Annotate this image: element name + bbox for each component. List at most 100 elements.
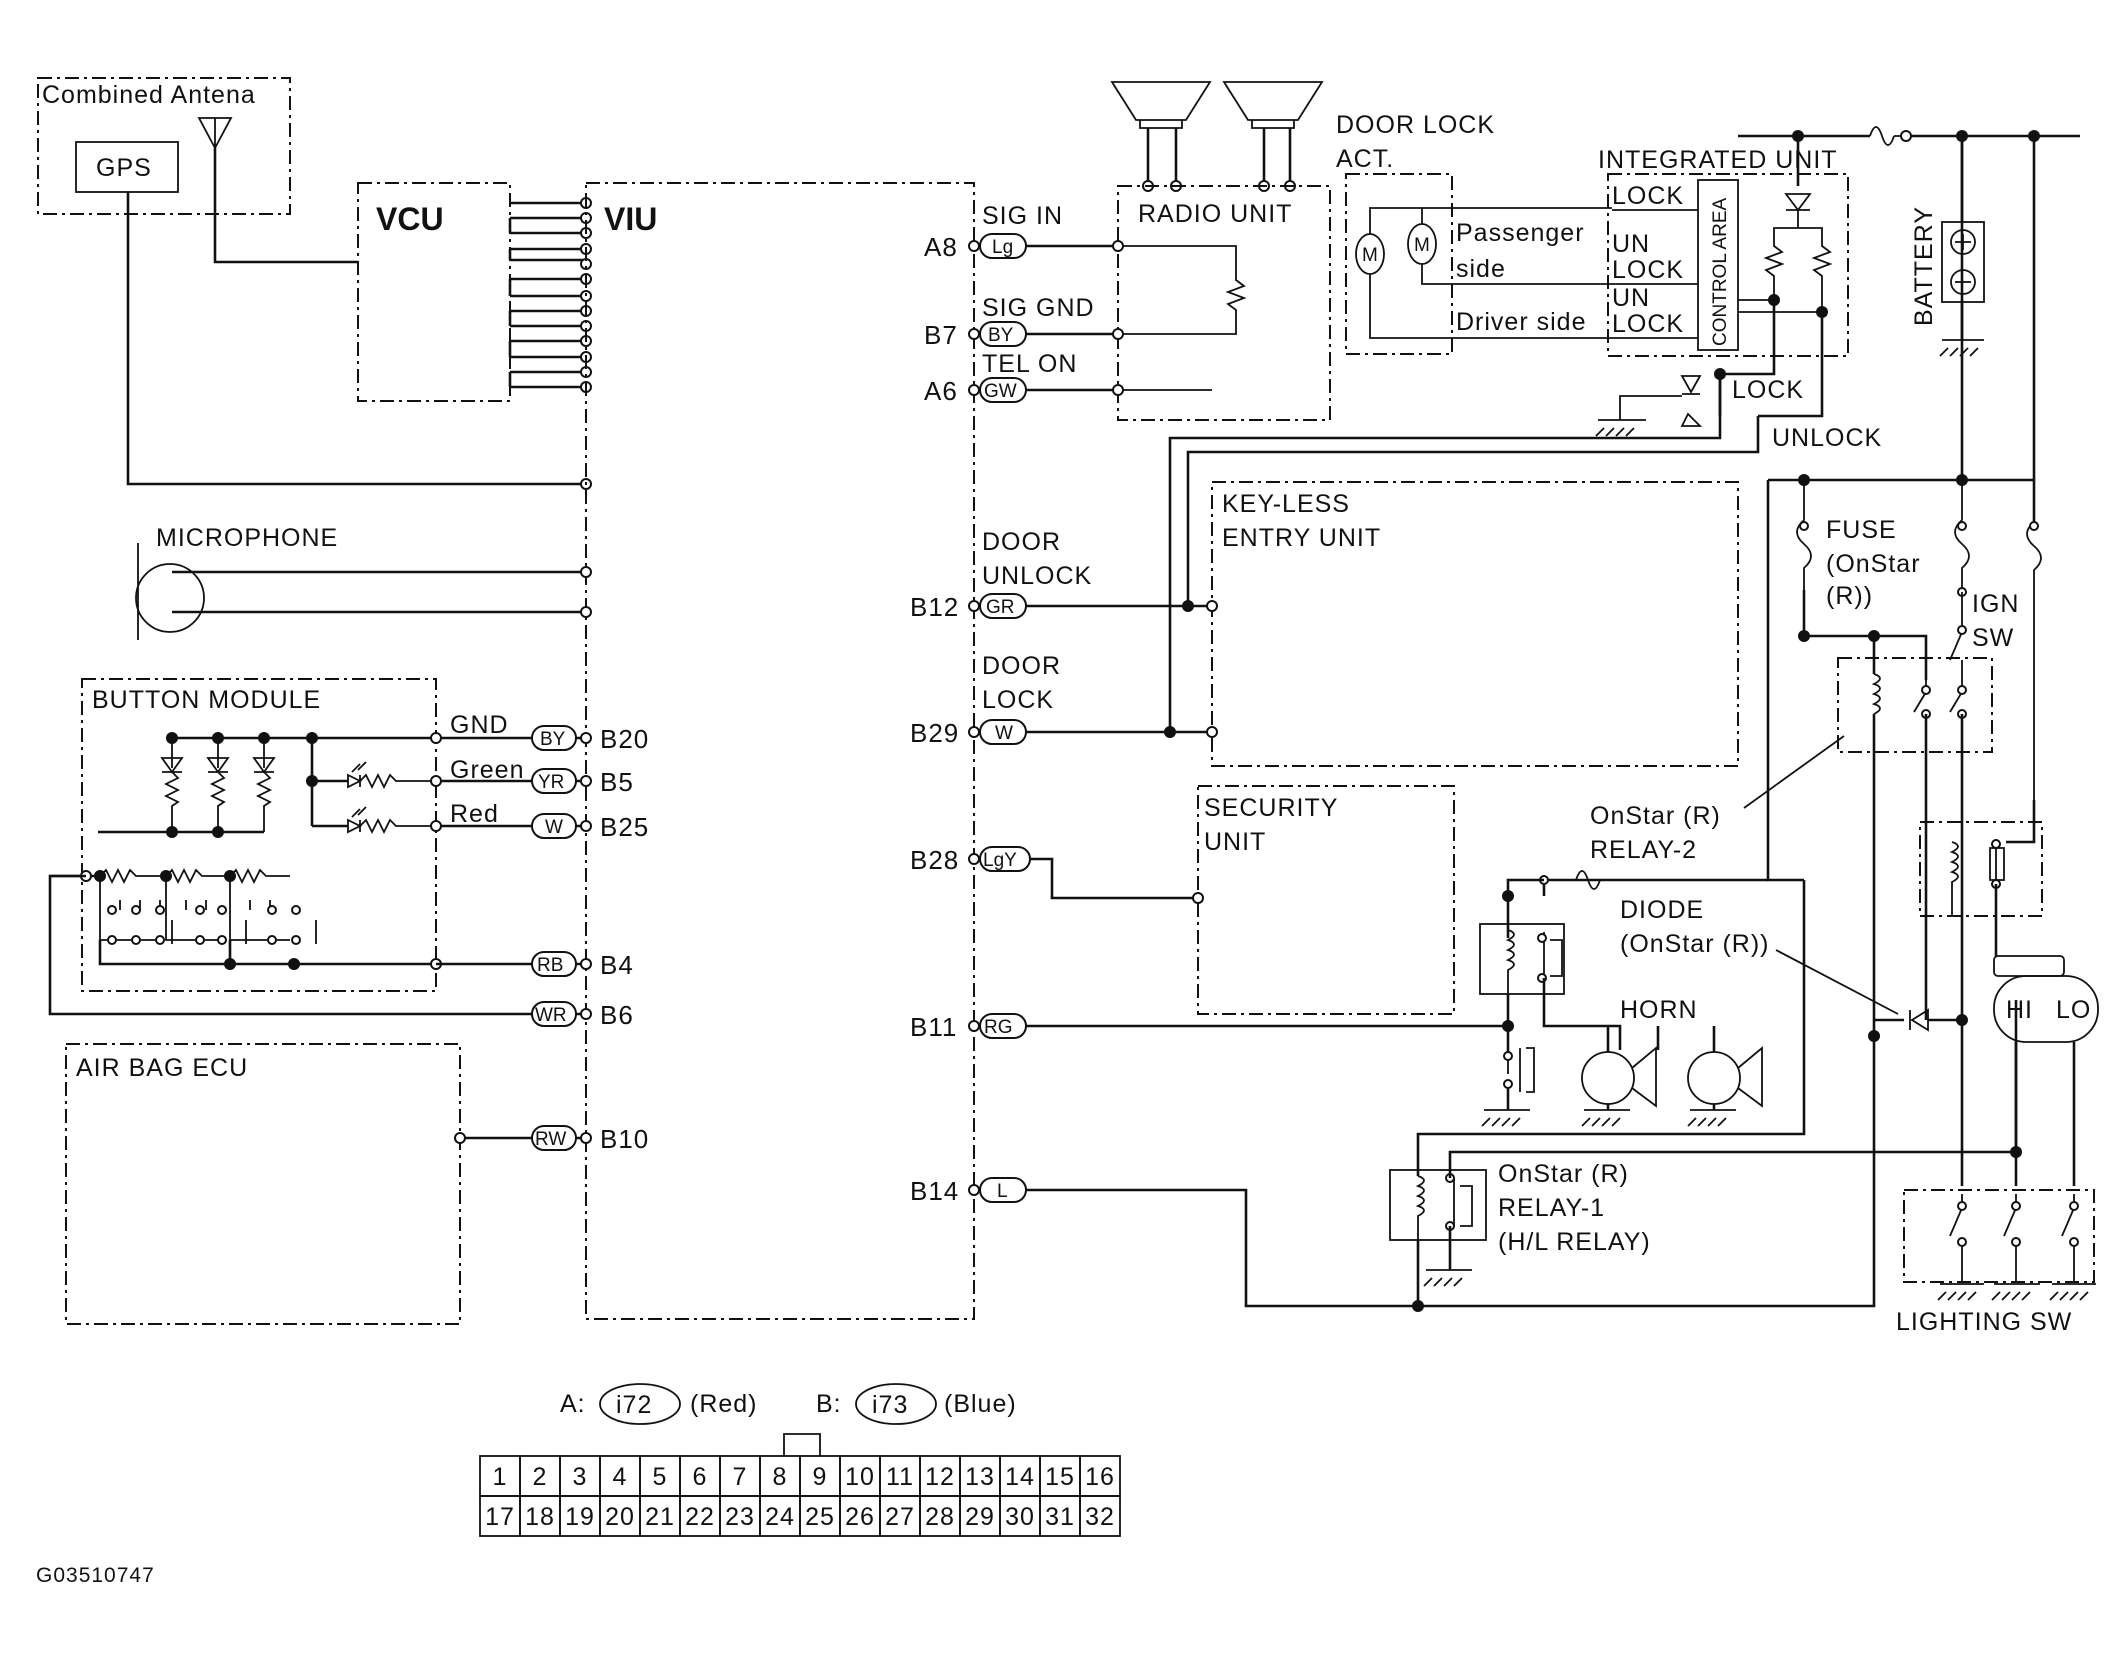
gnd-label: GND bbox=[450, 711, 509, 739]
svg-text:B25: B25 bbox=[600, 812, 649, 842]
door-lock-act-label-2: ACT. bbox=[1336, 145, 1394, 173]
green-label: Green bbox=[450, 756, 524, 784]
svg-text:B5: B5 bbox=[600, 767, 634, 797]
combined-antenna-label: Combined Antena bbox=[42, 81, 256, 109]
svg-text:RW: RW bbox=[535, 1129, 566, 1150]
diode-label-1: DIODE bbox=[1620, 896, 1704, 924]
svg-text:A:: A: bbox=[560, 1390, 586, 1418]
svg-text:A6: A6 bbox=[924, 376, 958, 406]
svg-text:B12: B12 bbox=[910, 592, 959, 622]
iu-unlock-label-1b: LOCK bbox=[1612, 256, 1684, 284]
diode-icon-2 bbox=[1909, 1008, 1929, 1032]
ign-label-2: SW bbox=[1972, 624, 2014, 652]
pin-b5: YR B5 bbox=[531, 767, 634, 797]
pin-b29: DOOR LOCK B29 W bbox=[910, 652, 1060, 748]
motor-icon: M M bbox=[1355, 223, 1437, 275]
svg-text:B14: B14 bbox=[910, 1176, 959, 1206]
speaker-icon bbox=[1110, 81, 1324, 129]
connector-pin-number: 2 bbox=[533, 1463, 548, 1491]
fuse-icon-2 bbox=[1575, 870, 1601, 890]
keyless-label-1: KEY-LESS bbox=[1222, 490, 1350, 518]
passenger-label-1: Passenger bbox=[1456, 219, 1585, 247]
connector-pin-number: 1 bbox=[493, 1463, 508, 1491]
tel-on-label: TEL ON bbox=[982, 350, 1077, 378]
viu-right-pins: A8 Lg SIG IN B7 BY SIG GND A6 GW TEL ON … bbox=[910, 202, 1094, 1206]
ign-label-1: IGN bbox=[1972, 590, 2019, 618]
svg-text:GR: GR bbox=[986, 597, 1015, 618]
connector-pin-number: 11 bbox=[886, 1463, 914, 1491]
svg-text:M: M bbox=[1362, 245, 1378, 266]
connector-pin-number: 10 bbox=[845, 1463, 875, 1491]
svg-text:YR: YR bbox=[538, 772, 564, 793]
connector-pin-number: 18 bbox=[525, 1503, 555, 1531]
battery-label: BATTERY bbox=[1910, 206, 1938, 326]
vcu-label: VCU bbox=[376, 201, 444, 237]
svg-text:B10: B10 bbox=[600, 1124, 649, 1154]
red-label: Red bbox=[450, 800, 499, 828]
figure-code: G03510747 bbox=[36, 1564, 155, 1587]
pin-b7: B7 BY SIG GND bbox=[924, 294, 1094, 350]
svg-text:W: W bbox=[545, 817, 563, 838]
pin-b10: RW B10 bbox=[531, 1124, 649, 1154]
relay1-label-3: (H/L RELAY) bbox=[1498, 1228, 1651, 1256]
control-area-label: CONTROL AREA bbox=[1710, 198, 1731, 346]
diode-label-2: (OnStar (R)) bbox=[1620, 930, 1770, 958]
pin-b14: B14 L bbox=[910, 1176, 1027, 1206]
security-label-2: UNIT bbox=[1204, 828, 1266, 856]
svg-text:BY: BY bbox=[988, 325, 1014, 346]
button-module-block: BUTTON MODULE GND Green Red bbox=[48, 678, 586, 1016]
lighting-sw-label: LIGHTING SW bbox=[1896, 1308, 2072, 1336]
connector-pin-number: 19 bbox=[565, 1503, 595, 1531]
security-label-1: SECURITY bbox=[1204, 794, 1338, 822]
iu-lock-label: LOCK bbox=[1612, 182, 1684, 210]
connector-a-id: i72 bbox=[616, 1391, 652, 1419]
lock-label: LOCK bbox=[1732, 376, 1804, 404]
relay1-label-2: RELAY-1 bbox=[1498, 1194, 1605, 1222]
relay2-label-1: OnStar (R) bbox=[1590, 802, 1721, 830]
sig-in-label: SIG IN bbox=[982, 202, 1063, 230]
air-bag-ecu-block: AIR BAG ECU bbox=[65, 1043, 586, 1325]
lo-label: LO bbox=[2056, 996, 2091, 1024]
onstar-relay-1: OnStar (R) RELAY-1 (H/L RELAY) bbox=[1026, 880, 2018, 1312]
combined-antenna-block: Combined Antena GPS bbox=[37, 77, 592, 490]
vcu-block: VCU bbox=[357, 182, 592, 402]
connector-pin-number: 30 bbox=[1005, 1503, 1035, 1531]
unlock-wire bbox=[1168, 374, 1722, 732]
driver-side-label: Driver side bbox=[1456, 308, 1586, 336]
connector-b-id: i73 bbox=[872, 1391, 908, 1419]
connector-pin-number: 24 bbox=[765, 1503, 795, 1531]
svg-text:B29: B29 bbox=[910, 718, 959, 748]
relay1-label-1: OnStar (R) bbox=[1498, 1160, 1629, 1188]
svg-text:RG: RG bbox=[984, 1017, 1013, 1038]
keyless-entry-unit-block: KEY-LESS ENTRY UNIT bbox=[1206, 481, 1739, 767]
iu-unlock-label-1a: UN bbox=[1612, 230, 1650, 258]
door-lock-actuator-block: DOOR LOCK ACT. M M Passenger side Driver… bbox=[1336, 111, 1612, 355]
connector-pin-number: 13 bbox=[965, 1463, 995, 1491]
fuse-label-2: (OnStar bbox=[1826, 550, 1921, 578]
connector-pin-number: 26 bbox=[845, 1503, 875, 1531]
svg-text:W: W bbox=[995, 723, 1013, 744]
security-unit-block: SECURITY UNIT bbox=[1030, 785, 1455, 1015]
svg-text:LgY: LgY bbox=[983, 850, 1017, 871]
connector-pin-number: 31 bbox=[1045, 1503, 1075, 1531]
connector-pin-number: 7 bbox=[733, 1463, 748, 1491]
antenna-icon bbox=[197, 117, 233, 150]
door-signal-wires bbox=[1026, 604, 1212, 734]
pin-b25: W B25 bbox=[531, 812, 649, 842]
pin-b4: RB B4 bbox=[531, 950, 633, 980]
pin-a8: A8 Lg SIG IN bbox=[924, 202, 1063, 262]
viu-left-pins: BY B20 YR B5 W B25 RB B4 WR B6 bbox=[531, 724, 649, 1154]
connector-pin-number: 8 bbox=[773, 1463, 788, 1491]
connector-pin-number: 25 bbox=[805, 1503, 835, 1531]
connector-pin-number: 4 bbox=[613, 1463, 628, 1491]
air-bag-ecu-label: AIR BAG ECU bbox=[76, 1054, 248, 1082]
connector-pin-number: 5 bbox=[653, 1463, 668, 1491]
svg-text:RB: RB bbox=[537, 955, 563, 976]
pin-b12: DOOR UNLOCK B12 GR bbox=[910, 528, 1091, 622]
microphone-icon bbox=[135, 563, 205, 633]
svg-text:Lg: Lg bbox=[992, 237, 1013, 258]
connector-pin-number: 3 bbox=[573, 1463, 588, 1491]
svg-text:BY: BY bbox=[540, 729, 566, 750]
